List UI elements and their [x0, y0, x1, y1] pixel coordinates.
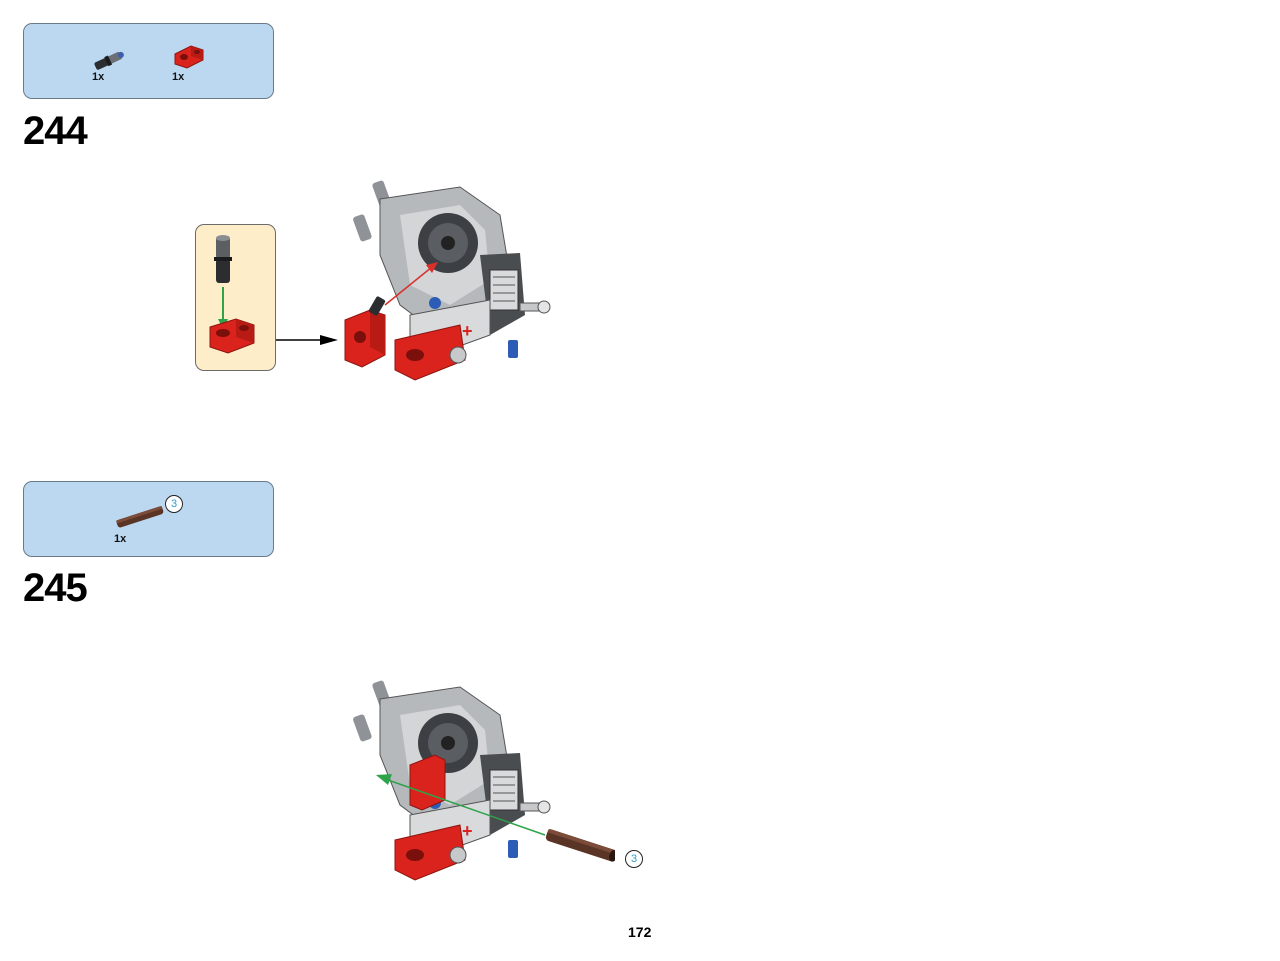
red-connector-block-icon [209, 318, 255, 354]
svg-text:+: + [462, 321, 473, 341]
connector-pin-icon [214, 235, 232, 283]
part-quantity: 1x [92, 71, 105, 83]
black-blue-connector-pin-icon [94, 51, 124, 70]
step-number: 245 [23, 566, 88, 610]
step-245-assembly-illustration: + [353, 680, 615, 881]
axle-length-badge: 3 [625, 850, 643, 868]
page-number: 172 [628, 924, 652, 940]
brown-axle-icon [116, 506, 164, 528]
part-quantity: 1x [172, 71, 185, 83]
step-244-assembly-illustration: + [344, 180, 551, 381]
sub-assembly-illustration [209, 235, 255, 354]
step-number: 244 [23, 109, 88, 153]
parts-list-step-245: 3 1x [23, 481, 274, 557]
red-pin-connector-block-icon [174, 45, 204, 69]
parts-list-step-244: 1x 1x [23, 23, 274, 99]
axle-length-badge: 3 [165, 495, 183, 513]
callout-arrow-icon [276, 335, 338, 345]
part-quantity: 1x [114, 533, 127, 545]
brown-axle-icon [545, 828, 615, 862]
sub-assembly-callout [195, 224, 276, 371]
svg-text:+: + [462, 821, 473, 841]
